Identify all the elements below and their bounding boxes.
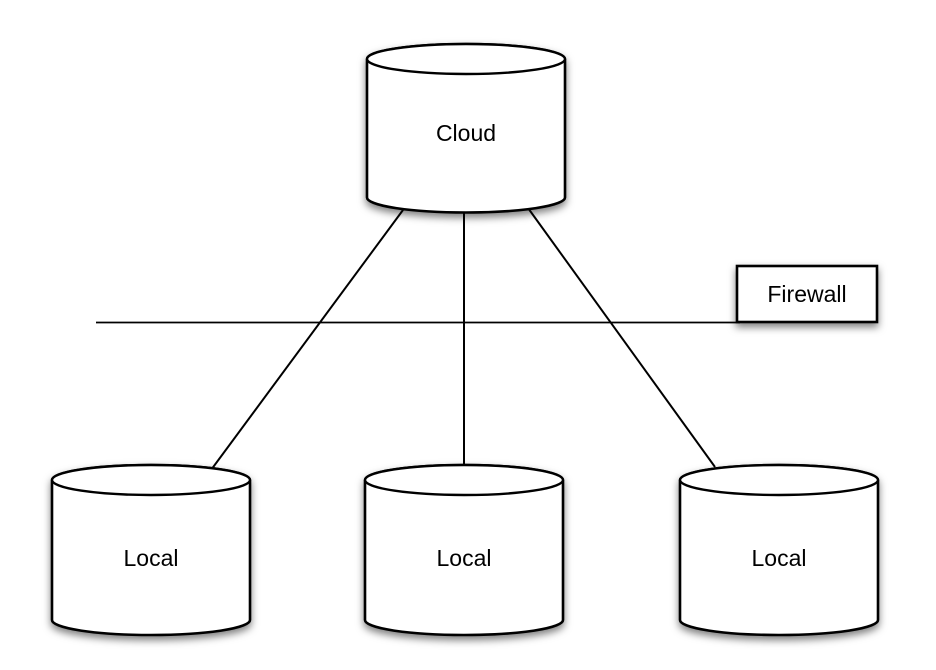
cloud-label: Cloud xyxy=(436,120,496,146)
edge-cloud-to-local-left xyxy=(210,209,404,471)
node-firewall: Firewall xyxy=(735,264,879,324)
local-right-label: Local xyxy=(752,545,807,571)
node-cloud: Cloud xyxy=(365,42,567,214)
node-local-left: Local xyxy=(50,463,252,637)
cloud-cylinder-rim xyxy=(365,42,567,76)
local-right-cylinder-rim xyxy=(678,463,880,497)
node-local-right: Local xyxy=(678,463,880,637)
local-left-cylinder-rim xyxy=(50,463,252,497)
firewall-box xyxy=(735,264,879,324)
firewall-label: Firewall xyxy=(767,281,846,307)
local-middle-label: Local xyxy=(437,545,492,571)
local-left-label: Local xyxy=(124,545,179,571)
edge-cloud-to-local-right xyxy=(527,207,716,468)
node-local-middle: Local xyxy=(363,463,565,637)
local-middle-cylinder-rim xyxy=(363,463,565,497)
